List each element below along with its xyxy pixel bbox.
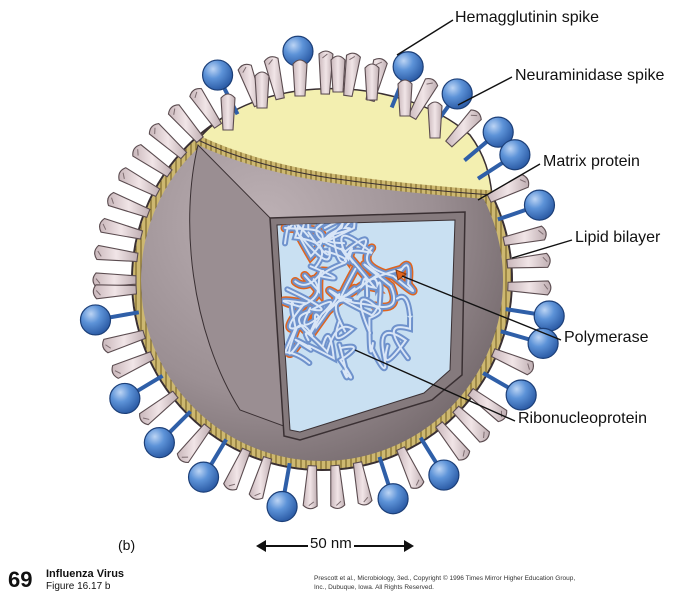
leader-matrix: [477, 163, 541, 201]
ribonucleoprotein-coils: [279, 220, 418, 381]
neuraminidase-spike: [463, 116, 514, 162]
label-lipid-bilayer: Lipid bilayer: [575, 229, 661, 246]
rnp-strand-highlight: [286, 288, 333, 335]
neuraminidase-spike: [79, 304, 140, 336]
panel-label: (b): [118, 537, 136, 553]
rnp-strand-highlight: [360, 277, 382, 307]
neuraminidase-spike: [497, 189, 556, 222]
label-neuraminidase-spike: Neuraminidase spike: [515, 67, 665, 84]
label-polymerase: Polymerase: [564, 329, 649, 346]
hemagglutinin-spike: [167, 104, 204, 144]
hemagglutinin-spike: [364, 63, 380, 101]
neuraminidase-spike: [187, 438, 228, 493]
hemagglutinin-spike: [407, 78, 439, 121]
leader-hemagglutinin: [396, 19, 454, 56]
inner-envelope-wall: [189, 144, 301, 433]
neuraminidase-spike: [418, 436, 460, 491]
rnp-strand-highlight: [282, 278, 319, 330]
hemagglutinin-spike: [435, 421, 471, 461]
rnp-strand-highlight: [304, 319, 355, 354]
neuraminidase-spike: [143, 410, 192, 459]
hemagglutinin-spike: [396, 446, 425, 489]
hemagglutinin-spike: [223, 447, 251, 491]
rnp-strand-highlight: [392, 295, 412, 360]
hemagglutinin-spike: [132, 144, 173, 178]
figure-title: Influenza Virus: [46, 568, 125, 580]
figure-number: 69: [8, 567, 33, 592]
hemagglutinin-spike: [486, 174, 530, 203]
hemagglutinin-spike: [302, 464, 318, 510]
scale-bar-label: 50 nm: [308, 535, 354, 552]
rnp-strand-highlight: [283, 301, 311, 365]
figure-reference: Figure 16.17 b: [46, 581, 111, 592]
scale-arrow-right-icon: [404, 540, 414, 552]
neuraminidase-spike: [266, 462, 298, 523]
hemagglutinin-spike: [352, 461, 373, 506]
neuraminidase-spike: [476, 139, 531, 181]
credit-line-1: Prescott et al., Microbiology, 3ed., Cop…: [314, 575, 576, 582]
label-hemagglutinin-spike: Hemagglutinin spike: [455, 9, 600, 26]
hemagglutinin-spike: [343, 52, 361, 98]
hemagglutinin-spike: [99, 217, 144, 240]
hemagglutinin-spike: [254, 71, 270, 109]
label-ribonucleoprotein: Ribonucleoprotein: [518, 410, 647, 427]
hemagglutinin-spike: [292, 59, 308, 97]
neuraminidase-spike: [377, 456, 409, 515]
hemagglutinin-spike: [111, 351, 155, 379]
hemagglutinin-spike: [452, 405, 490, 443]
leader-neuraminidase: [457, 76, 513, 106]
hemagglutinin-spike: [445, 109, 482, 148]
hemagglutinin-spike: [139, 390, 179, 426]
rnp-strand-highlight: [315, 220, 346, 252]
hemagglutinin-spike: [502, 225, 547, 247]
polymerase-marker: [395, 269, 408, 281]
leader-lipid: [511, 239, 573, 259]
rnp-strand-highlight: [294, 334, 335, 361]
rnp-strand-highlight: [369, 331, 408, 369]
scale-bar: 50 nm: [256, 533, 414, 555]
neuraminidase-spike: [482, 371, 537, 411]
hemagglutinin-spike: [92, 284, 138, 300]
leader-ribonucleoprotein: [354, 349, 516, 422]
hemagglutinin-spike: [490, 348, 535, 376]
neuraminidase-spike: [201, 59, 240, 116]
hemagglutinin-spike: [330, 464, 346, 509]
hemagglutinin-spike: [397, 79, 413, 117]
rnp-strand-highlight: [340, 234, 373, 264]
hemagglutinin-spike: [94, 244, 139, 263]
rnp-strand-highlight: [309, 250, 348, 280]
credit-line-2: Inc., Dubuque, Iowa. All Rights Reserved…: [314, 584, 434, 591]
hemagglutinin-spike: [189, 88, 223, 129]
rnp-strand-highlight: [366, 246, 415, 293]
rnp-strand-highlight: [338, 343, 355, 379]
neuraminidase-spike: [505, 300, 565, 332]
hemagglutinin-spike: [506, 252, 551, 269]
label-matrix-protein: Matrix protein: [543, 153, 640, 170]
rnp-strand-highlight: [303, 293, 341, 330]
hemagglutinin-spike: [118, 167, 161, 198]
hemagglutinin-spike: [107, 191, 151, 218]
hemagglutinin-spike: [467, 387, 508, 423]
hemagglutinin-spike: [507, 280, 552, 296]
rnp-strand-highlight: [299, 220, 331, 261]
hemagglutinin-spike: [148, 122, 188, 160]
hemagglutinin-spike: [176, 423, 212, 463]
leader-polymerase: [401, 275, 562, 341]
hemagglutinin-spike: [248, 455, 273, 500]
spike-layer-front: [79, 35, 565, 523]
hemagglutinin-spike: [330, 55, 346, 93]
hemagglutinin-spike: [427, 101, 443, 139]
scale-arrow-left-icon: [256, 540, 266, 552]
rnp-strand-highlight: [344, 263, 396, 308]
hemagglutinin-spike: [263, 56, 285, 101]
rnp-strand-highlight: [334, 299, 382, 353]
hemagglutinin-spike: [102, 329, 147, 354]
hemagglutinin-spike: [220, 93, 236, 131]
hemagglutinin-spike: [318, 50, 334, 95]
neuraminidase-spike: [109, 374, 164, 415]
